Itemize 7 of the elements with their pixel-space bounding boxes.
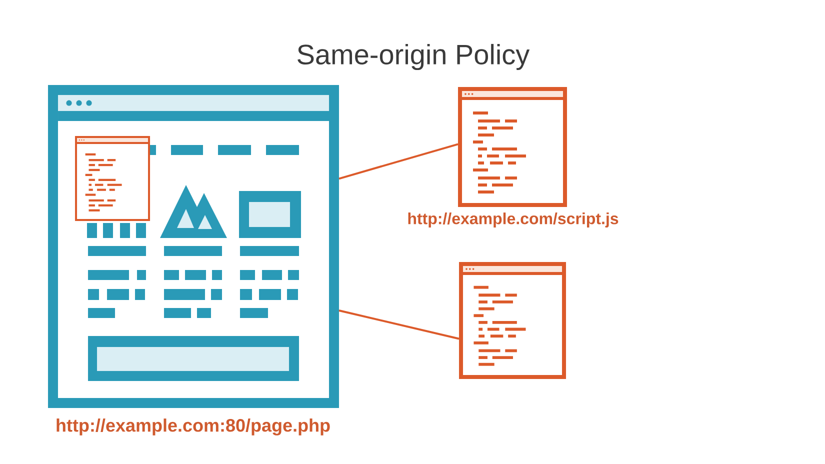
url-label: http://example.com/script.js <box>408 212 618 228</box>
title: Same-origin Policy <box>298 44 530 70</box>
connector-line <box>338 310 460 340</box>
connector-line <box>338 143 458 180</box>
code-window <box>458 87 567 207</box>
code-window <box>459 262 566 379</box>
url-label: http://example.com:80/page.php <box>56 418 330 436</box>
